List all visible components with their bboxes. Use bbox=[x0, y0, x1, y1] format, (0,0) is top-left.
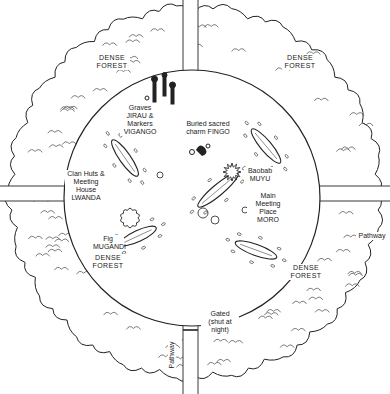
grave-markers bbox=[145, 73, 176, 105]
pathway-label: Pathway bbox=[356, 232, 388, 240]
bushes bbox=[157, 172, 248, 224]
fig-tree bbox=[121, 208, 140, 228]
fig-label: Fig MUGANDI bbox=[92, 235, 124, 251]
forest-label: DENSE FOREST bbox=[282, 54, 318, 70]
huts bbox=[95, 112, 297, 274]
gate bbox=[183, 329, 198, 331]
meeting-place-label: Main Meeting Place MORO bbox=[247, 192, 289, 224]
sacred-charm bbox=[190, 144, 211, 156]
charm-label: Buried sacred charm FINGO bbox=[183, 120, 233, 136]
baobab-tree bbox=[223, 163, 241, 181]
forest-label: DENSE FOREST bbox=[94, 54, 130, 70]
pathway-label: Pathway bbox=[168, 336, 176, 374]
forest-label: DENSE FOREST bbox=[90, 254, 126, 270]
baobab-label: Baobab MUYU bbox=[244, 167, 276, 183]
forest-label: DENSE FOREST bbox=[288, 264, 324, 280]
gate-label: Gated (shut at night) bbox=[201, 310, 239, 334]
graves-label: Graves JIRAU & Markers VIGANGO bbox=[120, 104, 160, 136]
huts-label: Clan Huts & Meeting House LWANDA bbox=[65, 170, 107, 202]
clearing bbox=[64, 70, 320, 326]
